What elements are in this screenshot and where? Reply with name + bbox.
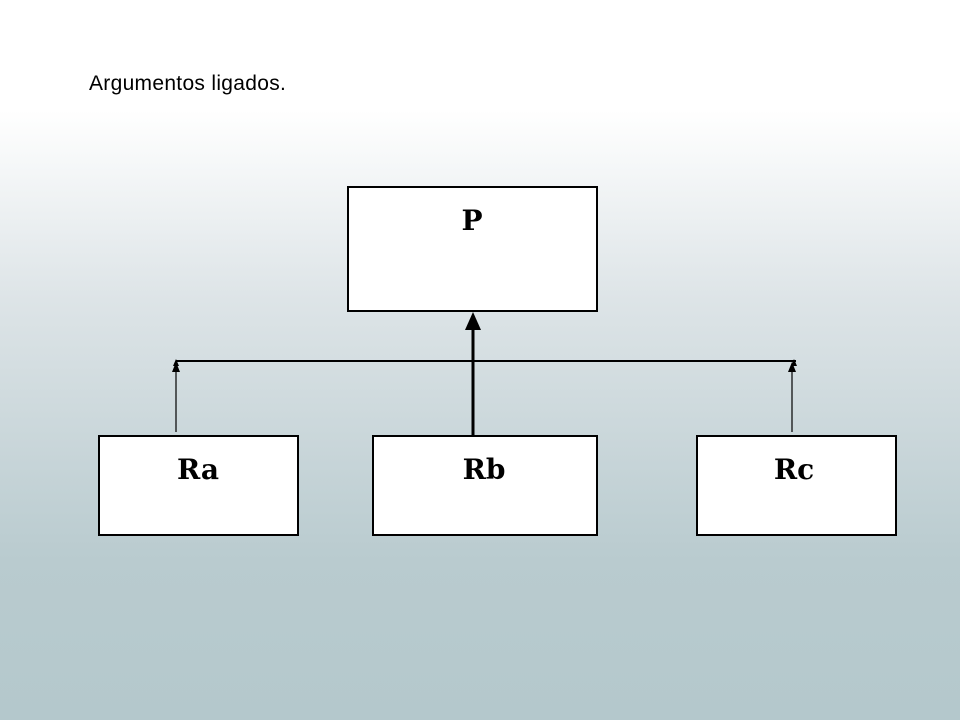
premise-label-ra: Ra	[177, 453, 219, 486]
slide-title: Argumentos ligados.	[89, 72, 287, 95]
conclusion-label: P	[461, 204, 482, 237]
arrow-ra	[172, 362, 180, 432]
premise-box-rb: Rb	[372, 435, 598, 536]
premise-box-ra: Ra	[98, 435, 299, 536]
premise-label-rb: Rb	[463, 453, 506, 486]
main-arrow	[465, 312, 481, 436]
conclusion-box-p: P	[347, 186, 598, 312]
arrow-rc	[788, 362, 796, 432]
premise-label-rc: Rc	[774, 453, 814, 486]
premise-box-rc: Rc	[696, 435, 897, 536]
